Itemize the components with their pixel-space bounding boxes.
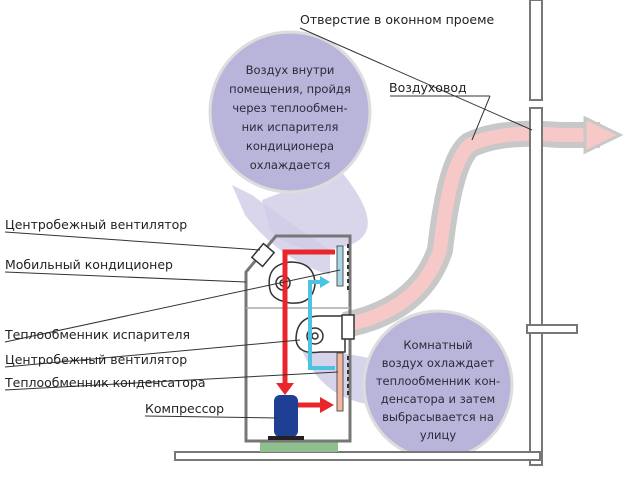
- floor: [174, 451, 541, 461]
- compressor: [274, 395, 298, 437]
- bubble-bottom-line: денсатора и затем: [381, 392, 495, 406]
- bubble-top: [208, 30, 372, 194]
- label-centrifugal-fan-bottom: Центробежный вентилятор: [5, 352, 187, 367]
- bottom-fan: [295, 314, 355, 354]
- label-duct: Воздуховод: [389, 80, 467, 95]
- bubble-top-line: через теплообмен-: [232, 101, 347, 115]
- label-centrifugal-fan-top: Центробежный вентилятор: [5, 217, 187, 232]
- hot-air-flow: [343, 126, 595, 332]
- label-mobile-ac: Мобильный кондиционер: [5, 257, 173, 272]
- bubble-top-line: охлаждается: [250, 158, 331, 172]
- bubble-bottom-text: Комнатный воздух охлаждает теплообменник…: [376, 338, 500, 442]
- hot-air-arrow: [583, 115, 624, 155]
- cold-pipe: [308, 280, 335, 370]
- bubble-top-line: помещения, пройдя: [229, 82, 351, 96]
- bubble-top-line: ник испарителя: [242, 120, 339, 134]
- bubble-bottom-line: Комнатный: [403, 338, 472, 352]
- condenser: [336, 352, 344, 412]
- hot-pipe: [282, 249, 335, 385]
- bubble-bottom-line: теплообменник кон-: [376, 374, 500, 388]
- bubble-bottom-line: улицу: [420, 428, 456, 442]
- wall: [526, 0, 578, 466]
- bubble-bottom-line: воздух охлаждает: [382, 356, 495, 370]
- evaporator: [336, 245, 344, 287]
- leader-lines: [4, 27, 533, 419]
- mobile-ac-unit: [244, 234, 352, 443]
- unit-base: [260, 440, 338, 452]
- label-window-opening: Отверстие в оконном проеме: [300, 12, 495, 27]
- bubble-top-line: кондиционера: [246, 139, 334, 153]
- bubble-bottom-line: выбрасывается на: [382, 410, 494, 424]
- label-condenser: Теплообменник конденсатора: [4, 375, 206, 390]
- bubble-top-line: Воздух внутри: [246, 63, 335, 77]
- label-compressor: Компрессор: [145, 401, 224, 416]
- label-evaporator: Теплообменник испарителя: [4, 327, 190, 342]
- air-duct: [342, 120, 600, 338]
- bubble-top-text: Воздух внутри помещения, пройдя через те…: [229, 63, 351, 172]
